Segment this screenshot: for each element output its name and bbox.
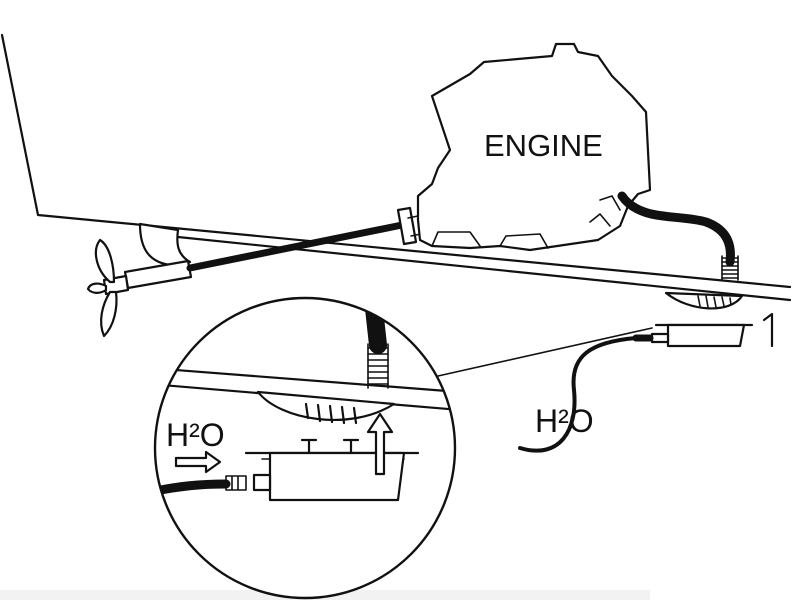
- arrow-right-icon: [174, 450, 222, 474]
- magnifier-pointer-line: [437, 327, 653, 377]
- detail-hose-coil: [367, 343, 389, 389]
- right-edge-fitting: [762, 312, 774, 348]
- hull-transom-line: [0, 33, 792, 289]
- detail-cooling-hose: [363, 298, 387, 354]
- propeller-blade-bottom: [100, 290, 118, 338]
- stern-tube: [123, 259, 193, 290]
- engine-side-detail: [589, 195, 621, 227]
- propeller-blade-back: [86, 282, 108, 294]
- hose-coil-end: [721, 255, 739, 281]
- water-label-detail: H²O: [166, 417, 225, 453]
- propeller: [86, 238, 130, 338]
- magnifier-circle: [153, 296, 457, 600]
- detail-strainer-grate: [304, 402, 358, 425]
- sea-strainer-grate: [697, 295, 732, 308]
- propeller-blade-top: [94, 238, 116, 284]
- detail-magnifier: H²O: [153, 296, 457, 600]
- propeller-strut: [138, 222, 192, 267]
- detail-fitting-nipple: [252, 473, 272, 492]
- detail-sea-strainer: [256, 390, 396, 422]
- shaft-coupling-flange: [396, 206, 418, 246]
- detail-bolt-right: [342, 438, 360, 455]
- intake-fitting-body: [666, 323, 746, 348]
- engine-cooling-hose: [617, 191, 735, 267]
- water-label-main: H²O: [535, 403, 594, 439]
- engine-label: ENGINE: [484, 128, 603, 163]
- detail-bolt-left: [300, 438, 318, 455]
- engine-block: [416, 42, 652, 252]
- propeller-shaft: [186, 221, 406, 272]
- arrow-up-icon: [366, 412, 394, 476]
- detail-hull-top-line: [155, 366, 455, 394]
- intake-water-hose: [518, 336, 638, 453]
- intake-fitting-nipple: [650, 332, 670, 344]
- engine-oil-pan-detail: [431, 231, 549, 249]
